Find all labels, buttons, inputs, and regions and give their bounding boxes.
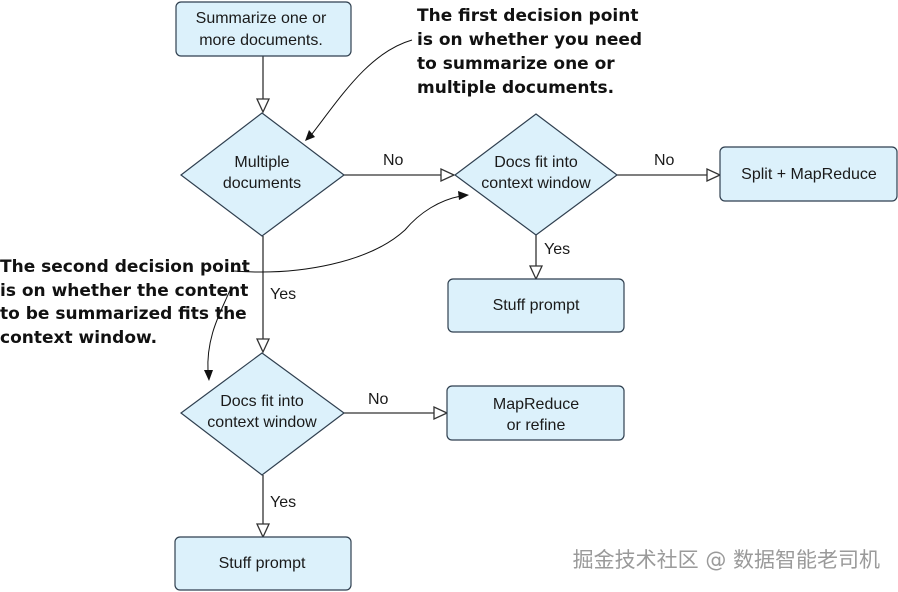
annotation-pointer-first	[311, 39, 413, 135]
decision-multiple-documents: Multiple documents	[180, 112, 346, 237]
annotation-line: to summarize one or	[417, 54, 615, 74]
node-start: Summarize one or more documents.	[175, 1, 352, 57]
decision-docs-fit-top: Docs fit into context window	[453, 113, 619, 236]
node-label: Docs fit into	[220, 393, 304, 410]
decision-docs-fit-bottom: Docs fit into context window	[180, 352, 346, 476]
node-label: Split + MapReduce	[741, 166, 877, 183]
annotation-line: is on whether the content	[0, 281, 248, 301]
arrowhead-right-icon	[706, 167, 722, 183]
node-label: Summarize one or	[196, 10, 327, 27]
annotation-line: context window.	[0, 328, 157, 348]
node-label: context window	[207, 414, 317, 431]
node-label: context window	[481, 175, 591, 192]
pointer-arrowhead-icon	[458, 191, 469, 200]
arrowhead-down-icon	[255, 338, 271, 354]
annotation-line: The second decision point	[0, 257, 250, 277]
node-label: or refine	[507, 417, 566, 434]
node-stuff-prompt-top: Stuff prompt	[447, 278, 625, 333]
edge-label-no: No	[383, 152, 404, 169]
node-label: Stuff prompt	[219, 555, 306, 572]
node-label: documents	[223, 175, 301, 192]
annotation-pointer-second-down	[207, 289, 231, 373]
annotation-line: The first decision point	[417, 6, 638, 26]
node-mapreduce-refine: MapReduce or refine	[446, 385, 625, 441]
arrowhead-down-icon	[528, 265, 544, 281]
process-box	[175, 1, 352, 57]
arrowhead-right-icon	[440, 167, 456, 183]
node-label: more documents.	[199, 32, 323, 49]
decision-diamond	[180, 352, 346, 476]
decision-diamond	[453, 113, 619, 236]
annotation-line: to be summarized fits the	[0, 304, 247, 324]
decision-diamond	[180, 112, 346, 237]
node-split-mapreduce: Split + MapReduce	[719, 146, 898, 202]
annotation-line: is on whether you need	[417, 30, 642, 50]
process-box	[447, 278, 625, 333]
node-label: Docs fit into	[494, 154, 578, 171]
edge-label-no: No	[654, 152, 675, 169]
annotation-line: multiple documents.	[417, 78, 614, 98]
arrowheads	[255, 98, 722, 539]
process-box	[174, 536, 352, 591]
process-box	[719, 146, 898, 202]
process-box	[446, 385, 625, 441]
arrowhead-right-icon	[433, 405, 449, 421]
edge-label-yes: Yes	[270, 494, 296, 511]
node-label: MapReduce	[493, 396, 579, 413]
annotation-pointer-second-right	[233, 195, 462, 273]
arrowhead-down-icon	[255, 523, 271, 539]
node-label: Multiple	[234, 154, 289, 171]
edge-label-yes: Yes	[544, 241, 570, 258]
edge-label-yes: Yes	[270, 286, 296, 303]
edge-label-no: No	[368, 391, 389, 408]
annotation-second-decision: The second decision point is on whether …	[0, 257, 250, 348]
node-label: Stuff prompt	[493, 297, 580, 314]
pointer-arrowhead-icon	[204, 370, 213, 381]
annotation-first-decision: The first decision point is on whether y…	[417, 6, 642, 98]
pointer-arrowhead-icon	[305, 130, 315, 141]
node-stuff-prompt-bottom: Stuff prompt	[174, 536, 352, 591]
arrowhead-down-icon	[255, 98, 271, 114]
watermark: 掘金技术社区 @ 数据智能老司机	[573, 548, 880, 572]
connectors	[262, 56, 707, 524]
